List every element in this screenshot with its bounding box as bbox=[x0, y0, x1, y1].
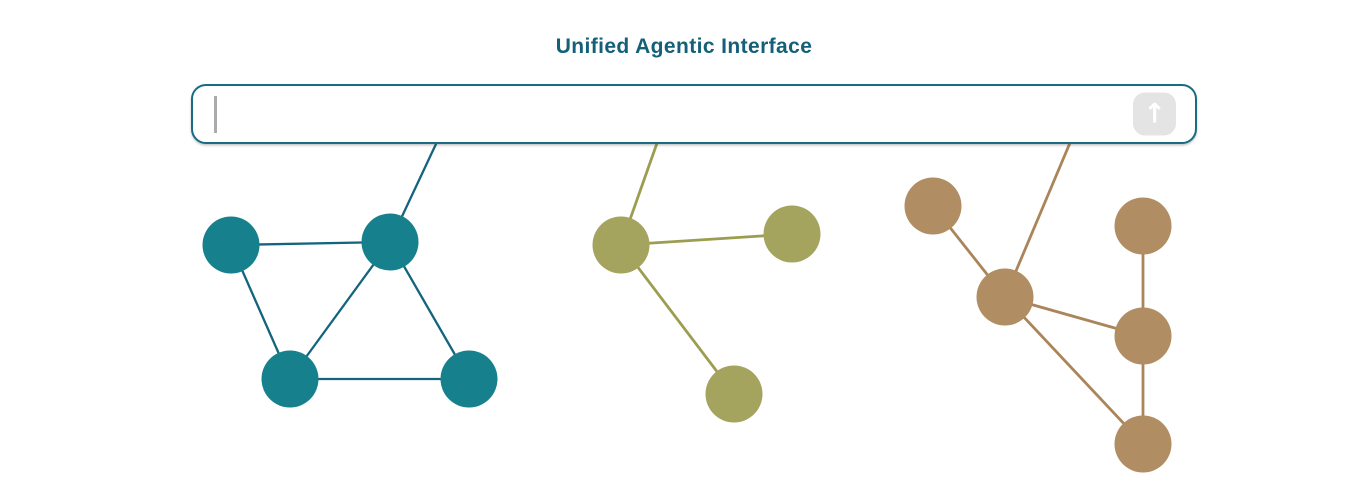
prompt-input-box[interactable]: ↑ bbox=[191, 84, 1197, 144]
graph-node bbox=[202, 216, 260, 274]
graph-node bbox=[361, 213, 419, 271]
graph-edge bbox=[1003, 296, 1145, 445]
graph-node bbox=[261, 350, 319, 408]
graph-node bbox=[904, 177, 962, 235]
submit-button[interactable]: ↑ bbox=[1133, 92, 1176, 136]
graph-node bbox=[1114, 197, 1172, 255]
page-title: Unified Agentic Interface bbox=[555, 35, 813, 58]
graph-node bbox=[705, 365, 763, 423]
graph-node bbox=[976, 268, 1034, 326]
graph-edge bbox=[619, 244, 736, 395]
graph-node bbox=[1114, 415, 1172, 473]
arrow-up-icon: ↑ bbox=[1143, 98, 1166, 130]
agent-graph-tan bbox=[904, 111, 1172, 473]
text-cursor bbox=[214, 96, 217, 133]
graph-node bbox=[1114, 307, 1172, 365]
prompt-text-input[interactable] bbox=[223, 86, 1087, 144]
graph-edge bbox=[620, 232, 793, 247]
graph-node bbox=[763, 205, 821, 263]
graph-node bbox=[592, 216, 650, 274]
graph-node bbox=[440, 350, 498, 408]
agent-graph-teal bbox=[202, 111, 498, 408]
agent-graph-olive bbox=[592, 111, 821, 423]
